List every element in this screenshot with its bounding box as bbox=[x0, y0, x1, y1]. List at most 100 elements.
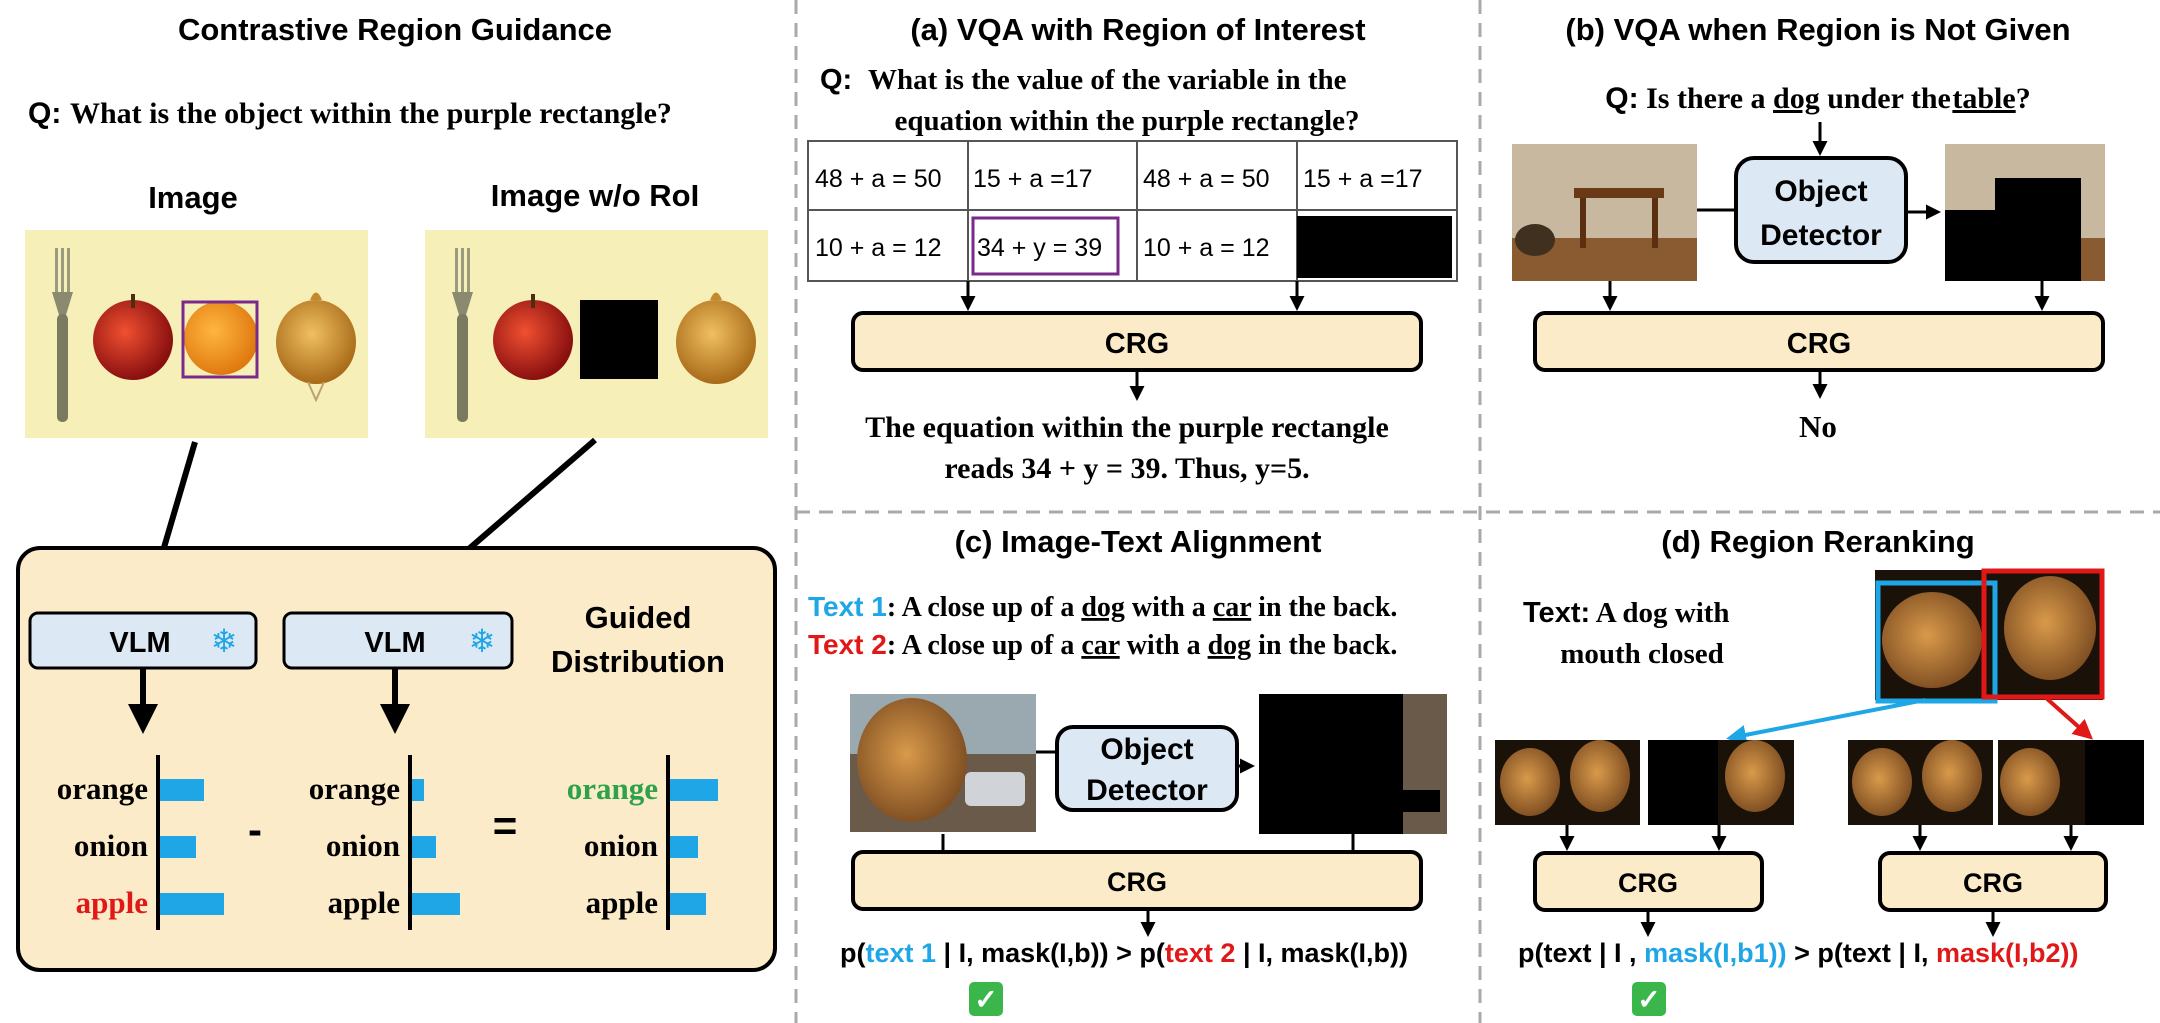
panel-b-vqa-no-region: (b) VQA when Region is Not Given Q: Is t… bbox=[1512, 12, 2105, 444]
distribution-bar-onion bbox=[160, 836, 196, 858]
detector-label-2: Detector bbox=[1760, 219, 1882, 252]
guided-label-line2: Distribution bbox=[551, 644, 725, 679]
purple-rectangle bbox=[181, 300, 259, 379]
check-icon: ✓ bbox=[969, 982, 1003, 1016]
panel-d-title: (d) Region Reranking bbox=[1661, 524, 1974, 559]
distribution-label-onion: onion bbox=[584, 828, 658, 863]
vlm-box-2: VLM ❄ bbox=[282, 611, 514, 670]
equation-grid-masked: 48 + a = 50 15 + a =17 10 + a = 12 bbox=[1136, 140, 1458, 282]
crg-label-d2: CRG bbox=[1963, 868, 2023, 898]
vlm-label-2: VLM bbox=[364, 627, 425, 659]
equation-4: 34 + y = 39 bbox=[977, 234, 1102, 262]
distribution-label-onion: onion bbox=[74, 828, 148, 863]
panel-dividers bbox=[794, 0, 2160, 1023]
distribution-bar-apple bbox=[160, 893, 224, 915]
crg-label-b: CRG bbox=[1787, 328, 1851, 360]
equation-3: 10 + a = 12 bbox=[1143, 234, 1270, 262]
masked-dog-car-image bbox=[1259, 694, 1447, 834]
equation-1: 48 + a = 50 bbox=[1143, 165, 1270, 193]
fruit-image-without-roi bbox=[425, 230, 768, 438]
panel-b-title: (b) VQA when Region is Not Given bbox=[1565, 12, 2070, 47]
panel-d-text-1: Text: A dog with bbox=[1523, 597, 1730, 629]
snowflake-icon: ❄ bbox=[469, 623, 496, 659]
arrow-blue bbox=[1726, 698, 1926, 745]
object-detector-box-b bbox=[1734, 156, 1908, 264]
pair-1-masked bbox=[1648, 740, 1794, 825]
fork-icon bbox=[452, 248, 473, 422]
masked-region bbox=[580, 300, 658, 379]
panel-a-question-1: What is the value of the variable in the bbox=[868, 64, 1347, 96]
panel-d-formula: p(text | I , mask(I,b1)) > p(text | I, m… bbox=[1518, 938, 2079, 968]
distribution-bar-onion bbox=[670, 836, 698, 858]
orange-icon bbox=[184, 301, 258, 375]
object-detector-box-c bbox=[1055, 725, 1239, 812]
crg-label-a: CRG bbox=[1105, 328, 1169, 360]
svg-text:✓: ✓ bbox=[974, 984, 997, 1015]
equation-1: 48 + a = 50 bbox=[815, 165, 942, 193]
apple-icon bbox=[93, 294, 173, 380]
panel-a-answer-1: The equation within the purple rectangle bbox=[865, 411, 1389, 444]
distribution-bar-apple bbox=[670, 893, 706, 915]
minus-sign: - bbox=[248, 806, 262, 853]
distribution-bar-onion bbox=[412, 836, 436, 858]
table-dog-image bbox=[1512, 144, 1697, 281]
crg-box-c bbox=[851, 850, 1423, 911]
text-1-line: Text 1: A close up of a dog with a car i… bbox=[808, 591, 1397, 623]
equation-3: 10 + a = 12 bbox=[815, 234, 942, 262]
two-dogs-image bbox=[1875, 568, 2105, 704]
panel-b-answer: No bbox=[1799, 409, 1837, 444]
distribution-label-onion: onion bbox=[326, 828, 400, 863]
image-label: Image bbox=[148, 180, 238, 215]
fork-icon bbox=[52, 248, 73, 422]
pair-2-original bbox=[1848, 740, 1993, 825]
left-question: What is the object within the purple rec… bbox=[70, 97, 672, 130]
purple-rectangle bbox=[971, 216, 1120, 276]
distribution-masked-image: orange onion apple bbox=[309, 755, 460, 930]
distribution-label-orange: orange bbox=[309, 771, 400, 806]
left-question-q: Q: bbox=[28, 97, 61, 130]
distribution-bar-apple bbox=[412, 893, 460, 915]
masked-region bbox=[1297, 216, 1452, 278]
onion-icon bbox=[276, 292, 356, 403]
panel-a-question-2: equation within the purple rectangle? bbox=[894, 105, 1359, 137]
svg-text:✓: ✓ bbox=[1637, 984, 1660, 1015]
distribution-bar-orange bbox=[412, 779, 424, 801]
guided-label-line1: Guided bbox=[585, 600, 692, 635]
onion-icon bbox=[676, 292, 756, 384]
distribution-label-orange: orange bbox=[567, 771, 658, 806]
distribution-bar-orange bbox=[160, 779, 204, 801]
panel-c-formula: p(text 1 | I, mask(I,b)) > p(text 2 | I,… bbox=[840, 938, 1408, 968]
image-wo-roi-label: Image w/o RoI bbox=[491, 178, 699, 213]
panel-a-vqa-region: (a) VQA with Region of Interest Q: What … bbox=[807, 12, 1458, 485]
left-title: Contrastive Region Guidance bbox=[178, 12, 612, 47]
guided-distribution: orange onion apple bbox=[567, 755, 718, 930]
crg-label-d1: CRG bbox=[1618, 868, 1678, 898]
blue-box-b1 bbox=[1875, 580, 1998, 704]
distribution-label-apple: apple bbox=[328, 885, 400, 920]
contrastive-region-guidance-panel: Contrastive Region Guidance Q: What is t… bbox=[16, 12, 777, 972]
fruit-image bbox=[25, 230, 368, 438]
panel-d-text-2: mouth closed bbox=[1560, 638, 1724, 670]
distribution-label-apple: apple bbox=[586, 885, 658, 920]
panel-d-region-reranking: (d) Region Reranking Text: A dog with mo… bbox=[1495, 524, 2144, 1016]
snowflake-icon: ❄ bbox=[211, 623, 238, 659]
crg-label-c: CRG bbox=[1107, 867, 1167, 897]
distribution-bar-orange bbox=[670, 779, 718, 801]
equals-sign: = bbox=[493, 802, 518, 849]
equation-2: 15 + a =17 bbox=[973, 165, 1093, 193]
pair-2-masked bbox=[1998, 740, 2144, 825]
distribution-label-orange: orange bbox=[57, 771, 148, 806]
pair-1-original bbox=[1495, 740, 1640, 825]
dog-car-image bbox=[850, 694, 1036, 832]
text-2-line: Text 2: A close up of a car with a dog i… bbox=[808, 629, 1397, 661]
equation-2: 15 + a =17 bbox=[1303, 165, 1423, 193]
panel-a-q: Q: bbox=[820, 64, 852, 96]
panel-a-answer-2: reads 34 + y = 39. Thus, y=5. bbox=[944, 452, 1309, 485]
vlm-box-1: VLM ❄ bbox=[28, 611, 258, 670]
equation-grid-original: 48 + a = 50 15 + a =17 10 + a = 12 34 + … bbox=[807, 140, 1169, 282]
panel-a-title: (a) VQA with Region of Interest bbox=[910, 12, 1365, 47]
vlm-label-1: VLM bbox=[109, 627, 170, 659]
detector-label-c-2: Detector bbox=[1086, 774, 1208, 807]
